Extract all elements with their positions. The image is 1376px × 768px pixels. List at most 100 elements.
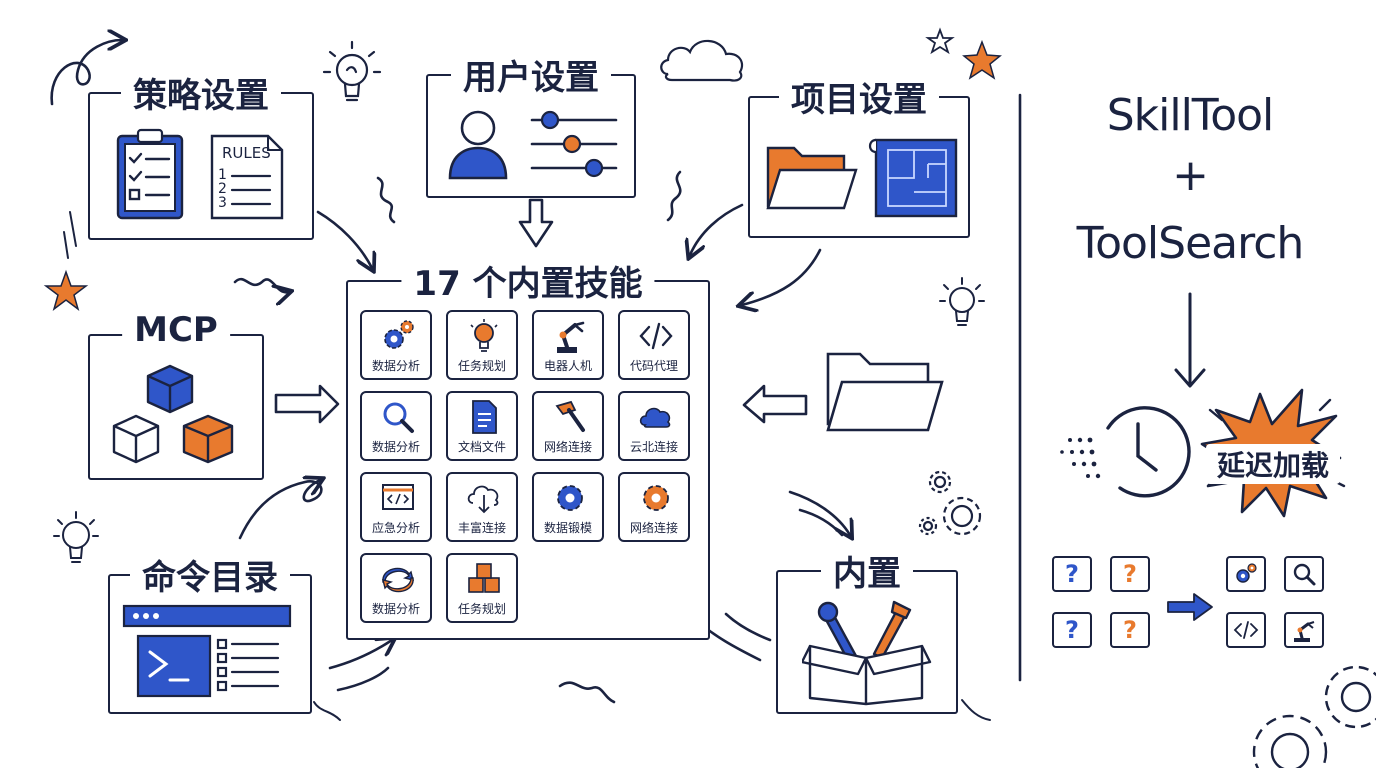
- rules-document-icon: [210, 134, 284, 220]
- skill-tile: 数据分析: [360, 310, 432, 380]
- skill-tile: 数据分析: [360, 391, 432, 461]
- robot-arm-icon: [1294, 621, 1315, 642]
- magnifier-icon: [1293, 563, 1316, 586]
- arrow-project-to-center-2: [742, 248, 822, 305]
- skill-tile: 电器人机: [532, 310, 604, 380]
- gears-icon: [384, 320, 414, 349]
- skill-tile-label: 代码代理: [629, 359, 678, 373]
- puzzle-cubes-icon: [112, 364, 234, 464]
- skill-tile-label: 数据分析: [371, 359, 420, 373]
- skills-title: 17 个内置技能: [401, 256, 655, 305]
- cloud-doodle-icon: [660, 39, 744, 82]
- resolved-tool-tile: [1284, 612, 1324, 648]
- squiggle-doodle-2: [376, 176, 396, 224]
- builtin-frame: 内置: [776, 546, 958, 714]
- unknown-tool-tile: ?: [1052, 556, 1092, 592]
- skilltool-label: SkillTool: [1106, 90, 1275, 141]
- rule-number-1: 1: [218, 167, 227, 183]
- arrow-command-to-center-2: [336, 666, 390, 692]
- deferred-loading-graphic: [1060, 292, 1346, 518]
- skill-tile-label: 任务规划: [457, 359, 506, 373]
- skill-tile: 应急分析: [360, 472, 432, 542]
- question-mark: ?: [1065, 616, 1079, 644]
- arrow-to-builtin: [788, 490, 850, 535]
- question-mark: ?: [1123, 616, 1137, 644]
- swirl-icon: [382, 567, 414, 593]
- skill-tile: 数据分析: [360, 553, 432, 623]
- mcp-frame: MCP: [88, 310, 264, 480]
- rule-number-2: 2: [218, 181, 227, 197]
- skill-tile-label: 应急分析: [371, 521, 420, 535]
- skill-tile-label: 网络连接: [543, 440, 592, 454]
- squiggle-doodle: [233, 277, 288, 292]
- arrow-mcp-to-center: [274, 384, 340, 424]
- terminal-window-icon: [122, 604, 292, 698]
- cloud-icon: [639, 407, 671, 428]
- skill-tile: 数据锻模: [532, 472, 604, 542]
- question-mark: ?: [1065, 560, 1079, 588]
- builtin-title: 内置: [821, 546, 913, 595]
- arrow-folder-to-center: [742, 384, 808, 424]
- skill-tile: 丰富连接: [446, 472, 518, 542]
- blueprint-icon: [868, 138, 958, 218]
- skill-tile: 网络连接: [532, 391, 604, 461]
- deferred-loading-badge: 延迟加载: [1206, 444, 1340, 484]
- clock-icon: [1060, 406, 1191, 498]
- folder-icon: [766, 146, 858, 210]
- squiggle-doodle-4: [558, 681, 616, 704]
- skill-tile-label: 数据锻模: [543, 521, 592, 535]
- toolbox-icon: [802, 600, 932, 706]
- gears-corner-icon: [1252, 665, 1376, 768]
- skill-tile-label: 文档文件: [457, 440, 506, 454]
- skill-tile: 任务规划: [446, 553, 518, 623]
- mcp-title: MCP: [122, 310, 230, 350]
- user-avatar-icon: [448, 110, 508, 180]
- rule-number-3: 3: [218, 195, 227, 211]
- skill-tile: 任务规划: [446, 310, 518, 380]
- skill-tile-label: 电器人机: [543, 359, 592, 373]
- clipboard-checklist-icon: [116, 128, 184, 220]
- sliders-icon: [530, 110, 618, 178]
- hammer-icon: [555, 400, 585, 432]
- skill-tile-label: 数据分析: [371, 602, 420, 616]
- skill-tile: 网络连接: [618, 472, 690, 542]
- robot-arm-icon: [557, 321, 585, 353]
- lightbulb-icon: [470, 319, 498, 352]
- user-settings-title: 用户设置: [451, 50, 611, 99]
- plus-label: +: [1172, 150, 1209, 201]
- user-settings-frame: 用户设置: [426, 50, 636, 198]
- star-outline-icon: [925, 27, 955, 55]
- loop-doodle: [50, 40, 122, 106]
- gears-doodle-icon: [918, 470, 982, 536]
- skills-frame: 17 个内置技能 数据分析任务规划电器人机代码代理数据分析文档文件网络连接云北连…: [346, 256, 710, 640]
- unknown-tool-tile: ?: [1110, 612, 1150, 648]
- squiggle-doodle-3: [666, 170, 682, 222]
- star-icon: [43, 269, 89, 311]
- lightbulb-doodle-icon-2: [939, 277, 985, 326]
- cloud-download-icon: [467, 485, 499, 514]
- policy-settings-title: 策略设置: [121, 68, 281, 117]
- command-directory-frame: 命令目录: [108, 550, 312, 714]
- arrow-user-to-center: [518, 198, 554, 248]
- skill-tile: 云北连接: [618, 391, 690, 461]
- skill-tile: 代码代理: [618, 310, 690, 380]
- arrow-project-to-center: [690, 203, 744, 255]
- resolved-tool-tile: [1226, 612, 1266, 648]
- skill-tile-label: 数据分析: [371, 440, 420, 454]
- skill-tile-label: 网络连接: [629, 521, 678, 535]
- magnifier-icon: [383, 402, 414, 433]
- arrow-builtin-to-center-2: [724, 612, 772, 642]
- arrow-policy-to-center: [316, 210, 372, 268]
- unknown-tool-tile: ?: [1052, 612, 1092, 648]
- skill-tile: 文档文件: [446, 391, 518, 461]
- skill-tile-label: 丰富连接: [457, 521, 506, 535]
- flourish-arrow: [238, 480, 321, 540]
- gear-orange-icon: [643, 485, 669, 511]
- resolve-arrow-icon: [1167, 593, 1213, 621]
- code-window-icon: [382, 484, 414, 510]
- rules-heading: RULES: [222, 144, 271, 162]
- arrow-command-to-center: [328, 640, 392, 670]
- resolved-tool-tile: [1284, 556, 1324, 592]
